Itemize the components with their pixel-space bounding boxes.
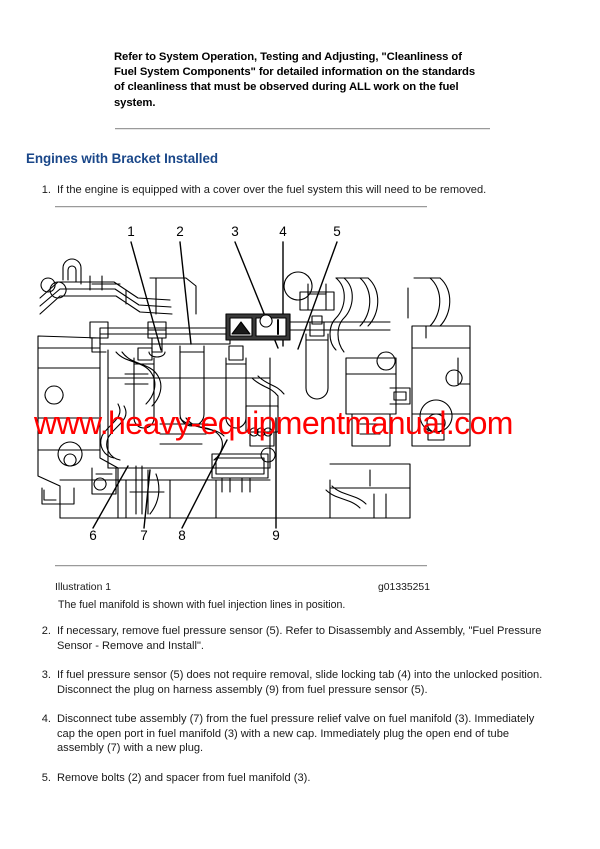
illustration-description: The fuel manifold is shown with fuel inj… [58,599,346,611]
procedure-step-3: 3. If fuel pressure sensor (5) does not … [33,668,553,697]
callout-3: 3 [231,224,239,239]
callout-5: 5 [333,224,341,239]
callout-labels: 1 2 3 4 5 6 7 8 9 [89,224,341,543]
callout-4: 4 [279,224,287,239]
callout-8: 8 [178,528,186,543]
step-text: If fuel pressure sensor (5) does not req… [57,669,543,696]
fuel-manifold-illustration: 1 2 3 4 5 6 7 8 9 [30,218,500,548]
step-text: Remove bolts (2) and spacer from fuel ma… [57,772,311,784]
divider-top [115,128,490,130]
illustration-title: Illustration 1 [55,582,112,593]
step-text: If the engine is equipped with a cover o… [57,184,487,196]
callout-2: 2 [176,224,184,239]
step-number: 5. [41,772,51,784]
procedure-step-2: 2. If necessary, remove fuel pressure se… [33,624,553,653]
procedure-step-1: 1. If the engine is equipped with a cove… [33,183,553,198]
step-text: If necessary, remove fuel pressure senso… [57,625,542,652]
callout-leader-lines-bottom [92,417,277,529]
step-number: 2. [41,625,51,637]
step-number: 3. [41,669,51,681]
step-number: 1. [41,184,51,196]
divider-below-illustration [55,565,427,567]
procedure-step-5: 5. Remove bolts (2) and spacer from fuel… [33,771,553,786]
step-text: Disconnect tube assembly (7) from the fu… [57,713,535,755]
callout-1: 1 [127,224,135,239]
illustration-id: g01335251 [377,582,430,593]
step-number: 4. [41,713,51,725]
callout-7: 7 [140,528,148,543]
callout-9: 9 [272,528,280,543]
cleanliness-note: Refer to System Operation, Testing and A… [114,51,476,109]
page-title: Engines with Bracket Installed [26,151,218,166]
divider-above-illustration [55,206,427,208]
procedure-step-4: 4. Disconnect tube assembly (7) from the… [33,712,553,756]
callout-6: 6 [89,528,97,543]
